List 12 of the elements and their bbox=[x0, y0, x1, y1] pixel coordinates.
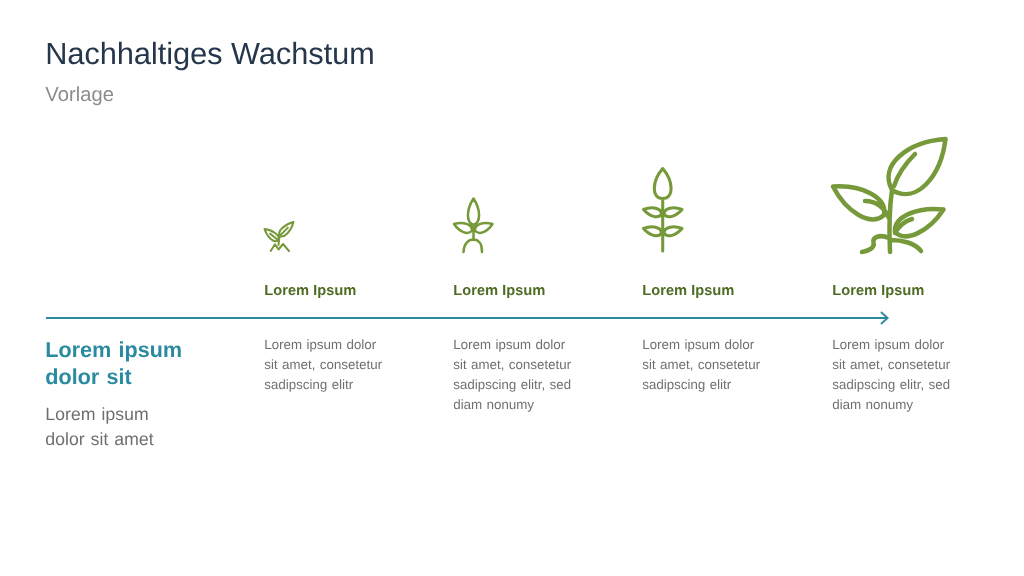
body-text: Lorem ipsum dolor sit amet, consetetur sadipscing elitr, sed diam nonumy bbox=[453, 339, 571, 412]
stage-heading: Lorem Ipsum bbox=[265, 284, 356, 299]
subtitle: Vorlage bbox=[45, 86, 114, 106]
stage-heading: Lorem Ipsum bbox=[833, 284, 924, 299]
section-heading: Lorem ipsum dolor sit bbox=[46, 341, 181, 385]
body-text: Lorem ipsum dolor sit amet, consetetur sadipscing elitr, sed diam nonumy bbox=[832, 339, 950, 412]
title: Nachhaltiges Wachstum bbox=[47, 41, 373, 71]
stage-heading: Lorem Ipsum bbox=[643, 284, 734, 299]
body-text: Lorem ipsum dolor sit amet, consetetur sadipscing elitr bbox=[264, 339, 382, 392]
stage-heading: Lorem Ipsum bbox=[454, 284, 545, 299]
body-text: Lorem ipsum dolor sit amet bbox=[46, 407, 154, 446]
body-text: Lorem ipsum dolor sit amet, consetetur sadipscing elitr bbox=[642, 339, 760, 392]
